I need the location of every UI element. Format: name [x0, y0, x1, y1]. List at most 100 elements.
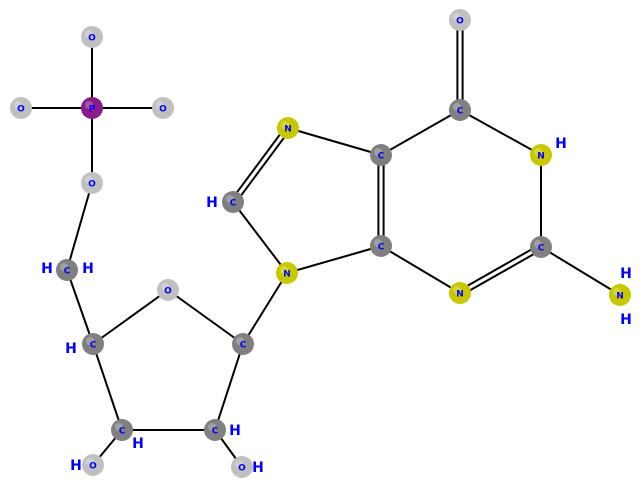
atom-O2: O [10, 97, 32, 119]
atom-label: O [159, 105, 167, 115]
bond-line [380, 245, 461, 294]
atom-sphere [277, 117, 299, 139]
atom-sphere [111, 419, 133, 441]
bond-line [286, 245, 382, 274]
atom-label: P [89, 105, 96, 115]
atom-C2: C [530, 236, 552, 258]
atom-label: C [212, 427, 219, 437]
atom-highlight [534, 240, 542, 248]
hydrogen-label: H [555, 136, 567, 152]
atom-P: P [81, 97, 103, 119]
atom-highlight [60, 263, 68, 271]
atom-sphere [81, 26, 103, 48]
atom-label: O [164, 287, 172, 297]
atom-highlight [235, 460, 243, 468]
bond-C4p-C3p [92, 343, 123, 431]
atom-sphere [10, 97, 32, 119]
hydrogen-label: H [132, 436, 144, 452]
bond-line [92, 343, 123, 431]
atom-label: O [89, 462, 97, 472]
atom-C4p: C [82, 333, 104, 355]
bond-line [66, 269, 94, 345]
atom-highlight [85, 101, 93, 109]
bond-line [230, 125, 287, 202]
atom-O2p: O [231, 456, 253, 478]
atom-label: C [240, 341, 247, 351]
atom-highlight [236, 337, 244, 345]
bond-C4p-O4p [92, 289, 169, 345]
bond-line [92, 289, 169, 345]
atom-highlight [281, 121, 289, 129]
bond-line [458, 243, 541, 292]
bonds-layer [21, 20, 621, 468]
bond-line [232, 201, 288, 274]
hydrogen-label: H [206, 195, 218, 211]
atom-label: O [238, 464, 246, 474]
atom-sphere [449, 282, 471, 304]
hydrogen-label: H [229, 423, 241, 439]
atom-highlight [86, 458, 94, 466]
bond-C4-N9 [286, 245, 382, 274]
atom-sphere [222, 191, 244, 213]
atom-label: O [88, 34, 96, 44]
atom-label: C [230, 199, 237, 209]
atom-N3: N [449, 282, 471, 304]
atom-label: N [537, 152, 545, 162]
bond-line [214, 343, 244, 431]
bond-line [66, 182, 93, 271]
atom-N7: N [277, 117, 299, 139]
atom-C5: C [370, 144, 392, 166]
hydrogen-label: H [620, 266, 632, 282]
atom-highlight [374, 148, 382, 156]
atom-O4: O [81, 172, 103, 194]
bond-C2-N2 [540, 246, 621, 296]
atom-highlight [115, 423, 123, 431]
atom-sphere [530, 144, 552, 166]
atom-label: C [90, 341, 97, 351]
atom-label: N [284, 125, 292, 135]
atom-highlight [453, 286, 461, 294]
atom-label: N [616, 292, 624, 302]
bond-N3-C4 [380, 245, 461, 294]
atom-sphere [81, 172, 103, 194]
atom-O4p: O [157, 279, 179, 301]
atom-highlight [226, 195, 234, 203]
atom-label: C [378, 243, 385, 253]
atom-O3: O [152, 97, 174, 119]
bond-N9-C8 [232, 201, 288, 274]
bond-line [380, 109, 461, 156]
atom-C5p: C [56, 259, 78, 281]
atom-sphere [231, 456, 253, 478]
bond-C5-C4 [377, 155, 385, 246]
bond-line [540, 246, 621, 296]
hydrogen-label: H [82, 261, 94, 277]
hydrogen-label: H [70, 458, 82, 474]
atom-label: O [17, 105, 25, 115]
bond-C6-O6 [456, 20, 464, 110]
atom-highlight [156, 101, 164, 109]
hydrogen-label: H [620, 312, 632, 328]
atom-label: C [119, 427, 126, 437]
bond-N7-C5 [287, 127, 382, 156]
atom-sphere [152, 97, 174, 119]
atom-highlight [85, 176, 93, 184]
bond-O4p-C1p [167, 289, 244, 345]
atom-highlight [453, 103, 461, 111]
atom-sphere [370, 235, 392, 257]
atom-N2: N [609, 284, 631, 306]
hydrogen-label: H [252, 460, 264, 476]
atom-sphere [81, 97, 103, 119]
bond-O4-C5p [66, 182, 93, 271]
atom-highlight [374, 239, 382, 247]
atom-sphere [609, 284, 631, 306]
atom-C2p: C [204, 419, 226, 441]
atom-C6: C [449, 99, 471, 121]
bond-line [460, 248, 543, 297]
atom-C1p: C [232, 333, 254, 355]
atom-sphere [370, 144, 392, 166]
bond-line [287, 127, 382, 156]
atom-highlight [14, 101, 22, 109]
